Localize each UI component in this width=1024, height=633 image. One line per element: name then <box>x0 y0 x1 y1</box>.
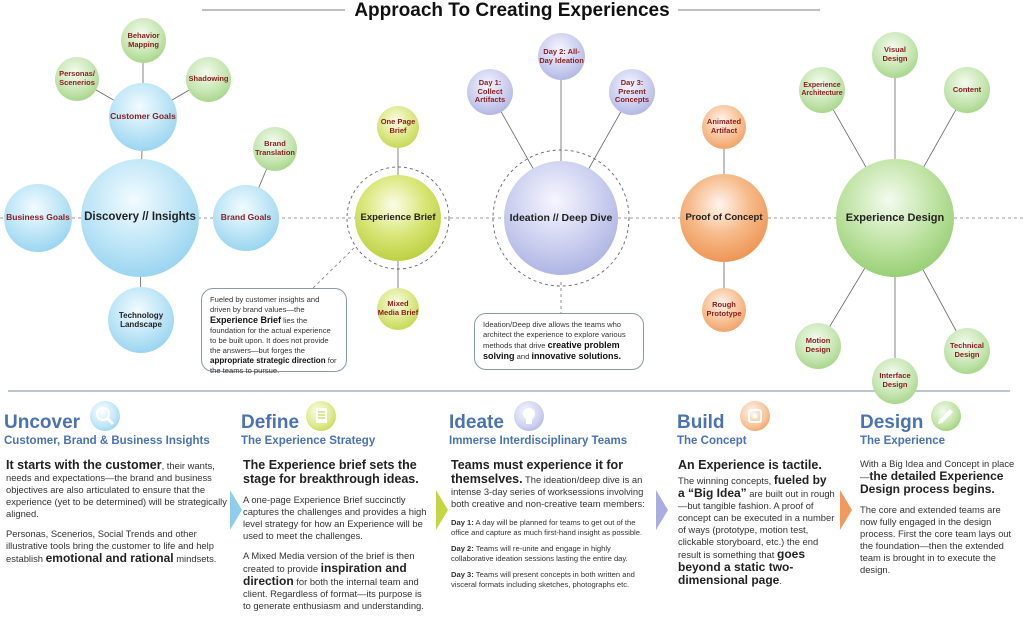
node-brand-goals: Brand Goals <box>213 185 279 251</box>
node-technology-landscape: Technology Landscape <box>108 287 174 353</box>
col-design-body: With a Big Idea and Concept in place—the… <box>860 458 1015 575</box>
col-define-title: Define <box>241 412 300 433</box>
col-ideate-subtitle: Immerse Interdisciplinary Teams <box>449 435 628 447</box>
col-uncover-subtitle: Customer, Brand & Business Insights <box>4 435 210 447</box>
node-experience-architecture: Experience Architecture <box>799 67 845 113</box>
node-rough-prototype: Rough Prototype <box>702 288 746 332</box>
node-content: Content <box>944 67 990 113</box>
wrench-icon <box>740 401 770 431</box>
arrow-define-ideate <box>436 490 448 530</box>
brief-dashed-ring <box>346 166 450 270</box>
node-ideation-deep-dive: Ideation // Deep Dive <box>504 161 618 275</box>
node-behavior-mapping: Behavior Mapping <box>121 18 166 63</box>
col-build-subtitle: The Concept <box>677 435 747 447</box>
page-title: Approach To Creating Experiences <box>0 0 1024 22</box>
node-experience-design: Experience Design <box>836 159 954 277</box>
node-brand-translation: Brand Translation <box>253 127 297 171</box>
node-technical-design: Technical Design <box>944 328 990 374</box>
node-discovery-insights: Discovery // Insights <box>81 159 199 277</box>
col-uncover-body: It starts with the customer, their wants… <box>6 458 227 565</box>
node-animated-artifact: Animated Artifact <box>702 105 746 149</box>
col-ideate-body: Teams must experience it for themselves.… <box>451 458 645 589</box>
node-day3: Day 3: Present Concepts <box>609 69 655 115</box>
node-one-page-brief: One Page Brief <box>377 106 419 148</box>
col-build-title: Build <box>677 412 725 433</box>
node-experience-brief: Experience Brief <box>355 175 441 261</box>
callout-experience-brief: Fueled by customer insights and driven b… <box>201 288 347 375</box>
col-uncover-header: Uncover Customer, Brand & Business Insig… <box>4 412 210 448</box>
node-personas-scenerios: Personas/ Scenerios <box>55 57 99 101</box>
node-visual-design: Visual Design <box>872 32 918 78</box>
document-icon <box>306 401 336 431</box>
node-business-goals: Business Goals <box>4 184 72 252</box>
ideation-dashed-ring <box>492 149 630 287</box>
node-day1: Day 1: Collect Artifacts <box>467 69 513 115</box>
col-define-header: Define The Experience Strategy <box>241 412 375 448</box>
pen-icon <box>931 401 961 431</box>
callout-ideation: Ideation/Deep dive allows the teams who … <box>474 313 644 370</box>
col-define-subtitle: The Experience Strategy <box>241 435 376 447</box>
col-design-subtitle: The Experience <box>860 435 946 447</box>
col-define-body: The Experience brief sets the stage for … <box>243 458 427 611</box>
magnifier-icon <box>90 401 120 431</box>
col-ideate-header: Ideate Immerse Interdisciplinary Teams <box>449 412 627 448</box>
arrow-ideate-build <box>656 490 668 530</box>
node-shadowing: Shadowing <box>186 57 231 102</box>
col-design-header: Design The Experience <box>860 412 945 448</box>
arrow-build-design <box>840 490 852 530</box>
lightbulb-icon <box>514 401 544 431</box>
col-uncover-title: Uncover <box>4 412 81 433</box>
node-day2: Day 2: All-Day Ideation <box>538 33 585 80</box>
col-design-title: Design <box>860 412 924 433</box>
col-build-body: An Experience is tactile. The winning co… <box>678 458 835 587</box>
node-mixed-media-brief: Mixed Media Brief <box>377 288 419 330</box>
col-ideate-title: Ideate <box>449 412 504 433</box>
node-motion-design: Motion Design <box>795 323 841 369</box>
node-customer-goals: Customer Goals <box>109 83 177 151</box>
node-interface-design: Interface Design <box>872 358 918 404</box>
arrow-uncover-define <box>230 490 242 530</box>
node-proof-of-concept: Proof of Concept <box>680 174 768 262</box>
col-build-header: Build The Concept <box>677 412 747 448</box>
